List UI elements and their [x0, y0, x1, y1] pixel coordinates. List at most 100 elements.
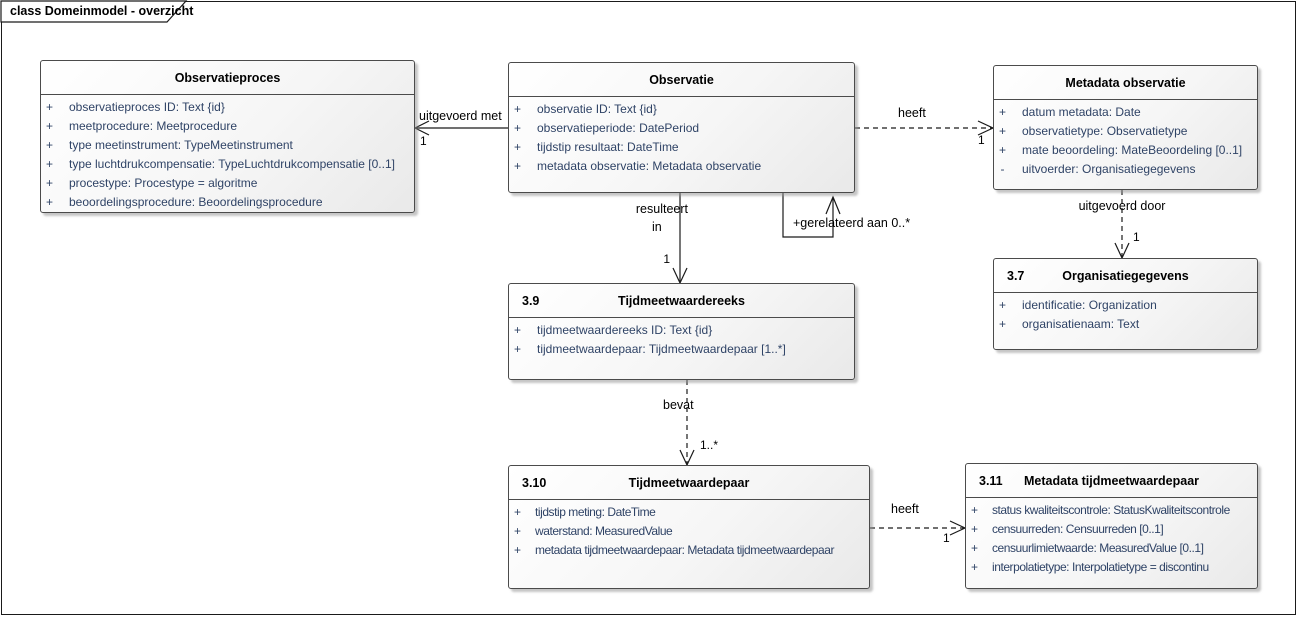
class-number: 3.9 — [522, 293, 540, 308]
class-organisatiegegevens[interactable]: 3.7 Organisatiegegevens + identificatie: … — [993, 258, 1258, 350]
attribute-text: uitvoerder: Organisatiegegevens — [1022, 162, 1196, 176]
visibility-marker: + — [998, 124, 1006, 138]
visibility-marker: + — [998, 143, 1006, 157]
attribute-row: + tijdmeetwaardepaar: Tijdmeetwaardepaar … — [509, 340, 854, 359]
attribute-row: + metadata observatie: Metadata observati… — [509, 157, 854, 176]
multiplicity-uitgevoerd-door: 1 — [1133, 230, 1140, 244]
class-tijdmeetwaardepaar[interactable]: 3.10 Tijdmeetwaardepaar +tijdstip meting… — [508, 465, 870, 589]
attribute-list: + tijdmeetwaardereeks ID: Text {id} + tijdm… — [509, 318, 854, 359]
attribute-list: + datum metadata: Date +observatietype: Ob… — [994, 100, 1257, 179]
visibility-marker: + — [513, 323, 521, 337]
visibility-marker: + — [970, 560, 978, 574]
attribute-row: + datum metadata: Date — [994, 103, 1257, 122]
class-number: 3.7 — [1007, 268, 1025, 283]
visibility-marker: + — [998, 105, 1006, 119]
class-header: Metadata observatie — [994, 66, 1257, 100]
attribute-text: type meetinstrument: TypeMeetinstrument — [69, 138, 293, 152]
attribute-list: + status kwaliteitscontrole: StatusKwalit… — [966, 498, 1257, 577]
attribute-text: tijdstip resultaat: DateTime — [537, 140, 679, 154]
visibility-marker: + — [45, 100, 53, 114]
attribute-text: censuurlimietwaarde: MeasuredValue [0..1… — [992, 541, 1204, 555]
class-header: 3.10 Tijdmeetwaardepaar — [509, 466, 869, 500]
multiplicity-bevat: 1..* — [700, 438, 719, 452]
class-title: Observatieproces — [174, 70, 281, 85]
attribute-text: status kwaliteitscontrole: StatusKwalite… — [992, 503, 1230, 517]
visibility-marker: + — [513, 140, 521, 154]
attribute-text: meetprocedure: Meetprocedure — [69, 119, 238, 133]
connector-label-bevat: bevat — [663, 398, 694, 412]
attribute-row: + type meetinstrument: TypeMeetinstrument — [41, 136, 414, 155]
class-metadata-tijdmeetwaardepaar[interactable]: 3.11 Metadata tijdmeetwaardepaar + status… — [965, 463, 1258, 589]
connector-label-uitgevoerd-met: uitgevoerd met — [419, 109, 502, 123]
attribute-text: identificatie: Organization — [1022, 298, 1157, 312]
attribute-list: +tijdstip meting: DateTime+waterstand: M… — [509, 500, 869, 560]
connector-label-gerelateerd: +gerelateerd aan 0..* — [793, 216, 911, 230]
multiplicity-resulteert: 1 — [663, 252, 670, 266]
attribute-row: +metadata tijdmeetwaardepaar: Metadata t… — [509, 541, 869, 560]
multiplicity-heeft-bottom: 1 — [943, 531, 950, 545]
class-metadata-observatie[interactable]: Metadata observatie + datum metadata: Dat… — [993, 65, 1258, 190]
class-observatieproces[interactable]: Observatieproces +observatieproces ID: T… — [40, 60, 415, 213]
class-title: Metadata tijdmeetwaardepaar — [1023, 473, 1200, 488]
multiplicity-heeft-top: 1 — [978, 133, 985, 147]
attribute-row: +procestype: Procestype = algoritme — [41, 174, 414, 193]
attribute-row: + interpolatietype: Interpolatietype = di… — [966, 558, 1257, 577]
visibility-marker: + — [513, 121, 521, 135]
attribute-text: beoordelingsprocedure: Beoordelingsproce… — [69, 195, 323, 209]
attribute-text: procestype: Procestype = algoritme — [69, 176, 258, 190]
class-number: 3.10 — [522, 475, 547, 490]
visibility-marker: - — [1000, 162, 1005, 176]
visibility-marker: + — [970, 541, 978, 555]
attribute-text: interpolatietype: Interpolatietype = dis… — [992, 560, 1209, 574]
visibility-marker: + — [513, 524, 521, 538]
visibility-marker: + — [513, 543, 521, 557]
attribute-text: tijdmeetwaardereeks ID: Text {id} — [537, 323, 713, 337]
attribute-list: +observatie ID: Text {id}+observatieperi… — [509, 97, 854, 176]
attribute-text: metadata observatie: Metadata observatie — [537, 159, 762, 173]
attribute-text: waterstand: MeasuredValue — [535, 524, 673, 538]
diagram-tab — [0, 0, 188, 23]
attribute-row: +type luchtdrukcompensatie: TypeLuchtdru… — [41, 155, 414, 174]
visibility-marker: + — [513, 342, 521, 356]
attribute-list: +observatieproces ID: Text {id}+meetproc… — [41, 95, 414, 212]
connector-label-uitgevoerd-door: uitgevoerd door — [1078, 199, 1166, 213]
visibility-marker: + — [998, 317, 1006, 331]
attribute-row: + beoordelingsprocedure: Beoordelingsproc… — [41, 193, 414, 212]
attribute-text: organisatienaam: Text — [1022, 317, 1140, 331]
visibility-marker: + — [45, 195, 53, 209]
attribute-row: +observatietype: Observatietype — [994, 122, 1257, 141]
visibility-marker: + — [513, 159, 521, 173]
attribute-row: + status kwaliteitscontrole: StatusKwalit… — [966, 501, 1257, 520]
attribute-row: + organisatienaam: Text — [994, 315, 1257, 334]
connector-label-heeft-top: heeft — [898, 106, 926, 120]
attribute-text: tijdmeetwaardepaar: Tijdmeetwaardepaar [… — [537, 342, 786, 356]
visibility-marker: + — [513, 102, 521, 116]
class-title: Metadata observatie — [1065, 75, 1186, 90]
attribute-list: + identificatie: Organization + organisatie… — [994, 293, 1257, 334]
attribute-row: +mate beoordeling: MateBeoordeling [0..1… — [994, 141, 1257, 160]
attribute-row: + tijdmeetwaardereeks ID: Text {id} — [509, 321, 854, 340]
attribute-row: +observatie ID: Text {id} — [509, 100, 854, 119]
class-title: Tijdmeetwaardereeks — [618, 293, 745, 308]
class-header: Observatieproces — [41, 61, 414, 95]
class-header: Observatie — [509, 63, 854, 97]
attribute-text: censuurreden: Censuurreden [0..1] — [992, 522, 1164, 536]
attribute-text: tijdstip meting: DateTime — [535, 505, 656, 519]
attribute-row: - uitvoerder: Organisatiegegevens — [994, 160, 1257, 179]
attribute-row: + identificatie: Organization — [994, 296, 1257, 315]
visibility-marker: + — [970, 503, 978, 517]
attribute-text: type luchtdrukcompensatie: TypeLuchtdruk… — [69, 157, 395, 171]
class-observatie[interactable]: Observatie +observatie ID: Text {id}+obs… — [508, 62, 855, 193]
diagram-tab-label: class Domeinmodel - overzicht — [10, 4, 194, 18]
class-tijdmeetwaardereeks[interactable]: 3.9 Tijdmeetwaardereeks + tijdmeetwaarder… — [508, 283, 855, 380]
visibility-marker: + — [998, 298, 1006, 312]
class-number: 3.11 — [979, 473, 1003, 488]
class-header: 3.9 Tijdmeetwaardereeks — [509, 284, 854, 318]
attribute-row: +censuurreden: Censuurreden [0..1] — [966, 520, 1257, 539]
attribute-text: datum metadata: Date — [1022, 105, 1141, 119]
attribute-row: +tijdstip meting: DateTime — [509, 503, 869, 522]
visibility-marker: + — [45, 138, 53, 152]
class-header: 3.7 Organisatiegegevens — [994, 259, 1257, 293]
